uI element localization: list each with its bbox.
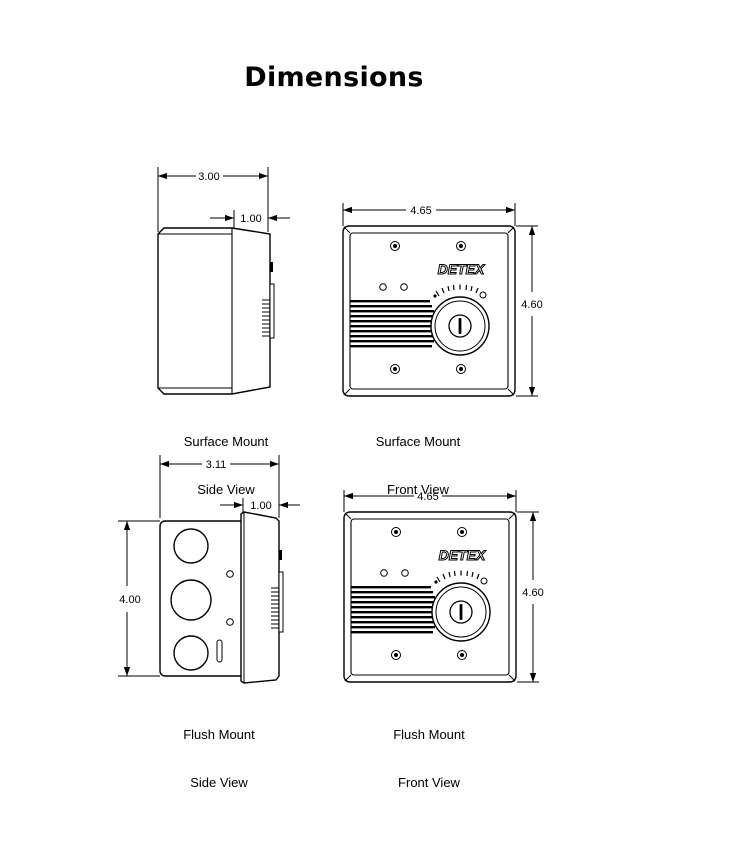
brand-logo: DETEX bbox=[438, 261, 486, 277]
brand-logo: DETEX bbox=[439, 547, 487, 563]
caption-surface-side: Surface Mount Side View bbox=[166, 402, 286, 514]
caption-line: Surface Mount bbox=[375, 434, 461, 449]
dim-surface-side-depth: 1.00 bbox=[240, 213, 261, 225]
caption-line: Front View bbox=[387, 482, 449, 497]
dim-surface-front-height: 4.60 bbox=[521, 299, 542, 311]
caption-line: Flush Mount bbox=[393, 727, 465, 742]
dim-flush-side-height: 4.00 bbox=[119, 594, 140, 606]
dim-surface-front-width: 4.65 bbox=[410, 205, 431, 217]
caption-line: Side View bbox=[190, 775, 248, 790]
caption-line: Surface Mount bbox=[183, 434, 269, 449]
caption-line: Side View bbox=[197, 482, 255, 497]
caption-line: Flush Mount bbox=[183, 727, 255, 742]
surface-side-view: 3.00 1.00 bbox=[157, 167, 290, 395]
caption-surface-front: Surface Mount Front View bbox=[358, 402, 478, 514]
surface-front-view: DETEX 4.65 4.60 bbox=[342, 203, 543, 397]
caption-flush-front: Flush Mount Front View bbox=[369, 695, 489, 807]
dim-surface-side-width: 3.00 bbox=[198, 171, 219, 183]
page-title: Dimensions bbox=[244, 62, 424, 93]
dim-flush-front-width: 4.65 bbox=[417, 491, 438, 503]
flush-side-view: 3.11 1.00 4.00 bbox=[118, 455, 300, 684]
dim-flush-front-height: 4.60 bbox=[522, 587, 543, 599]
dim-flush-side-width: 3.11 bbox=[206, 459, 227, 471]
dim-flush-side-depth: 1.00 bbox=[250, 500, 271, 512]
flush-front-view: DETEX 4.65 4.60 bbox=[343, 490, 544, 683]
caption-flush-side: Flush Mount Side View bbox=[159, 695, 279, 807]
caption-line: Front View bbox=[398, 775, 460, 790]
